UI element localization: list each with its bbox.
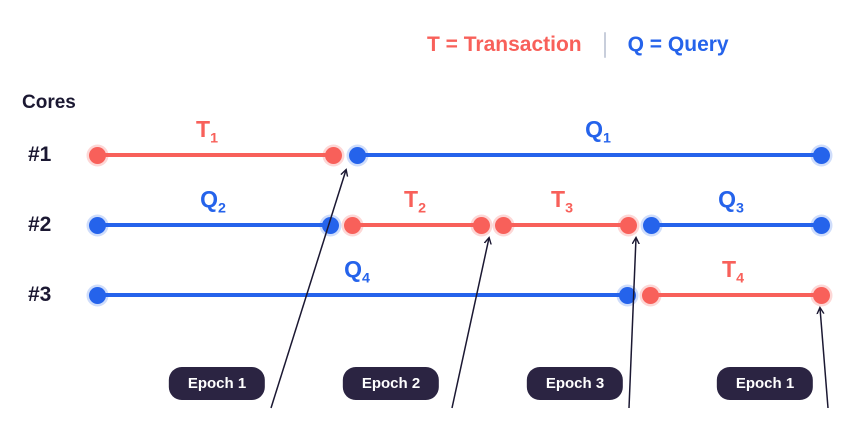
segment-start-dot bbox=[88, 216, 106, 234]
segment-label-letter: T bbox=[551, 186, 566, 212]
segment-label-q2: Q2 bbox=[200, 186, 226, 222]
segment-end-dot bbox=[812, 146, 830, 164]
segment-label-subscript: 1 bbox=[210, 130, 218, 147]
segment-label-letter: Q bbox=[718, 186, 736, 212]
epoch-arrow-3 bbox=[628, 238, 636, 409]
segment-start-dot bbox=[348, 146, 366, 164]
segment-line bbox=[650, 293, 821, 297]
segment-line bbox=[651, 223, 821, 227]
legend-transaction-label: T = Transaction bbox=[427, 33, 582, 56]
core-row-label-2: #2 bbox=[28, 213, 52, 236]
timeline-segment-t4 bbox=[641, 286, 830, 304]
segment-label-t3: T3 bbox=[551, 186, 573, 222]
segment-start-dot bbox=[642, 216, 660, 234]
epoch-badge-2: Epoch 2 bbox=[342, 367, 440, 400]
segment-label-subscript: 4 bbox=[736, 270, 744, 287]
core-row-label-3: #3 bbox=[28, 283, 52, 306]
segment-label-q3: Q3 bbox=[718, 186, 744, 222]
segment-label-letter: Q bbox=[200, 186, 218, 212]
cores-label: Cores bbox=[22, 92, 76, 113]
segment-label-t4: T4 bbox=[722, 256, 744, 292]
segment-label-q4: Q4 bbox=[344, 256, 370, 292]
timeline-segment-t2 bbox=[343, 216, 490, 234]
timeline-segment-q3 bbox=[642, 216, 830, 234]
legend-query-label: Q = Query bbox=[627, 33, 729, 56]
segment-label-subscript: 2 bbox=[418, 200, 426, 217]
segment-label-letter: T bbox=[404, 186, 419, 212]
segment-line bbox=[503, 223, 628, 227]
segment-label-letter: T bbox=[722, 256, 737, 282]
segment-label-subscript: 1 bbox=[602, 130, 611, 147]
segment-label-subscript: 3 bbox=[735, 200, 744, 217]
segment-label-letter: T bbox=[196, 116, 211, 142]
timeline-segment-t3 bbox=[494, 216, 637, 234]
segment-end-dot bbox=[324, 146, 342, 164]
timeline-segment-q1 bbox=[348, 146, 830, 164]
segment-end-dot bbox=[472, 216, 490, 234]
segment-end-dot bbox=[619, 216, 637, 234]
segment-start-dot bbox=[88, 286, 106, 304]
segment-start-dot bbox=[88, 146, 106, 164]
segment-end-dot bbox=[812, 216, 830, 234]
segment-line bbox=[97, 223, 330, 227]
segment-end-dot bbox=[321, 216, 339, 234]
core-row-label-1: #1 bbox=[28, 143, 52, 166]
segment-end-dot bbox=[618, 286, 636, 304]
epoch-arrow-2 bbox=[451, 238, 489, 409]
segment-label-q1: Q1 bbox=[585, 116, 611, 152]
segment-label-subscript: 4 bbox=[361, 270, 370, 287]
timeline-segment-t1 bbox=[88, 146, 342, 164]
segment-end-dot bbox=[812, 286, 830, 304]
epoch-badge-4: Epoch 1 bbox=[716, 367, 814, 400]
segment-label-letter: Q bbox=[344, 256, 362, 282]
segment-label-t1: T1 bbox=[196, 116, 218, 152]
segment-start-dot bbox=[343, 216, 361, 234]
segment-line bbox=[352, 223, 481, 227]
epoch-arrow-4 bbox=[820, 308, 829, 409]
segment-label-subscript: 3 bbox=[565, 200, 573, 217]
epoch-badge-3: Epoch 3 bbox=[526, 367, 624, 400]
segment-line bbox=[97, 293, 627, 297]
segment-label-letter: Q bbox=[585, 116, 603, 142]
segment-label-subscript: 2 bbox=[217, 200, 226, 217]
epoch-badge-1: Epoch 1 bbox=[168, 367, 266, 400]
legend: T = Transaction Q = Query bbox=[427, 32, 729, 58]
legend-divider bbox=[603, 32, 606, 58]
segment-label-t2: T2 bbox=[404, 186, 426, 222]
segment-line bbox=[97, 153, 333, 157]
segment-line bbox=[357, 153, 821, 157]
segment-start-dot bbox=[494, 216, 512, 234]
segment-start-dot bbox=[641, 286, 659, 304]
